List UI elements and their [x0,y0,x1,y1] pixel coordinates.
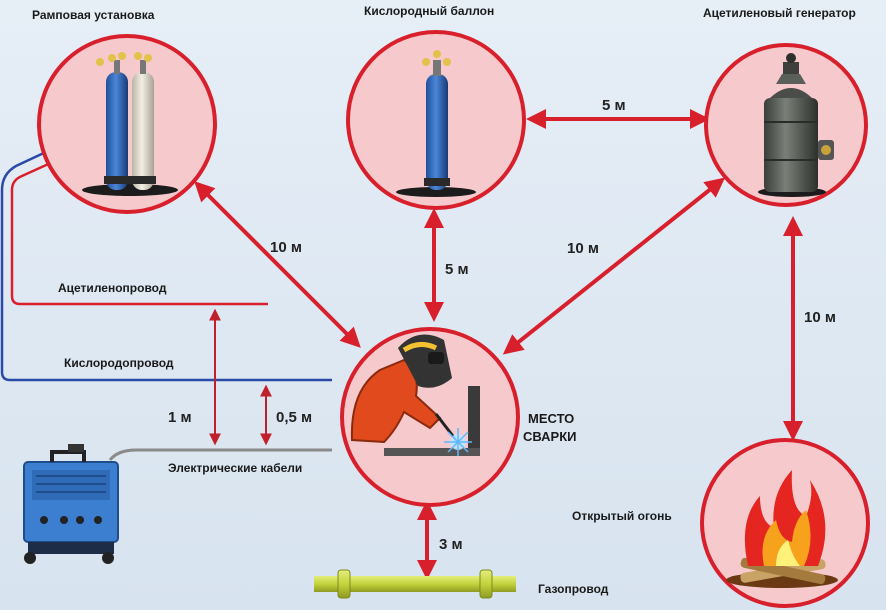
arrow-ramp-weld [194,181,361,348]
distance-generator-weld: 10 м [567,240,599,257]
acetylene-pipe-label: Ацетиленопровод [58,281,167,295]
distance-oxygen-cable: 0,5 м [276,409,312,426]
distance-ramp-weld: 10 м [270,239,302,256]
welding-place-label-line1: МЕСТО [528,411,574,426]
acetylene-generator-label: Ацетиленовый генератор [703,6,856,20]
distance-oxygen-generator: 5 м [602,97,626,114]
ramp-cylinders-icon [82,52,178,196]
distance-generator-fire: 10 м [804,309,836,326]
acetylene-generator-icon [758,53,834,197]
welder-icon [350,334,480,456]
electric-cables-label: Электрические кабели [168,461,302,475]
oxygen-pipe-label: Кислородопровод [64,356,174,370]
distance-weld-gaspipe: 3 м [439,536,463,553]
distance-acetylene-cable: 1 м [168,409,192,426]
gas-pipe-label: Газопровод [538,582,609,596]
ramp-label: Рамповая установка [32,8,155,22]
distance-oxygen-weld: 5 м [445,261,469,278]
open-fire-icon [726,470,838,588]
oxygen-cylinder-icon [396,50,476,197]
arrow-generator-weld [502,177,726,355]
open-fire-label: Открытый огонь [572,509,672,523]
welding-machine-icon [23,444,119,564]
gas-pipe-icon [314,569,516,599]
welding-place-label-line2: СВАРКИ [523,429,576,444]
oxygen-cylinder-label: Кислородный баллон [364,4,494,18]
electric-cable [108,448,332,461]
